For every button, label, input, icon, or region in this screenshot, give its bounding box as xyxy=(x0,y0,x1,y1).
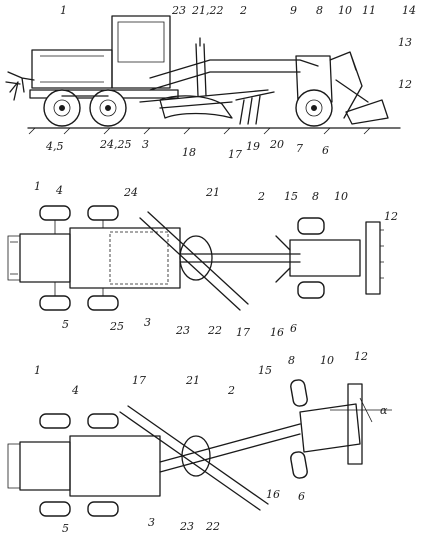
label-top-23: 23 xyxy=(175,324,190,337)
side-view xyxy=(5,15,401,135)
label-top-5: 5 xyxy=(62,318,69,331)
label-turned-15: 15 xyxy=(258,364,272,377)
label-turned-5: 5 xyxy=(62,522,69,535)
label-side-18: 18 xyxy=(182,146,196,159)
front-push-frame xyxy=(329,51,369,119)
main-frame xyxy=(149,59,319,91)
label-top-1: 1 xyxy=(34,180,41,193)
label-turned-6: 6 xyxy=(298,490,305,503)
top-front-blade xyxy=(365,221,381,295)
label-top-3: 3 xyxy=(144,316,151,329)
turned-circle xyxy=(181,435,211,477)
label-side-6: 6 xyxy=(322,144,329,157)
label-side-4-5: 4,5 xyxy=(45,140,64,153)
turned-view xyxy=(7,379,392,517)
label-top-2: 2 xyxy=(257,190,265,203)
top-blade xyxy=(139,211,249,311)
label-turned-17: 17 xyxy=(132,374,146,387)
drawbar xyxy=(139,89,269,109)
label-top-22: 22 xyxy=(207,324,222,337)
front-axle-assembly xyxy=(295,55,333,103)
top-view xyxy=(7,205,384,311)
label-top-8: 8 xyxy=(312,190,319,203)
label-top-21: 21 xyxy=(205,186,220,199)
label-top-17: 17 xyxy=(236,326,250,339)
label-side-3: 3 xyxy=(142,138,149,151)
label-side-13: 13 xyxy=(398,36,412,49)
label-side-11: 11 xyxy=(362,4,376,17)
label-top-4: 4 xyxy=(55,184,63,197)
top-circle xyxy=(179,235,213,281)
top-rear-frame xyxy=(69,227,181,289)
turned-front-frame xyxy=(299,403,361,453)
turned-engine xyxy=(19,441,71,491)
label-top-15: 15 xyxy=(284,190,298,203)
label-side-1: 1 xyxy=(60,4,67,17)
top-main-frame xyxy=(179,253,301,263)
top-labels: 1 4 24 21 2 15 8 10 12 5 25 3 23 22 17 1… xyxy=(34,180,398,339)
front-dozer-blade xyxy=(345,99,389,125)
label-top-16: 16 xyxy=(270,326,284,339)
label-top-6: 6 xyxy=(290,322,297,335)
label-side-9: 9 xyxy=(290,4,297,17)
label-turned-12: 12 xyxy=(354,350,368,363)
front-wheel xyxy=(295,89,333,127)
label-side-20: 20 xyxy=(269,138,284,151)
label-turned-22: 22 xyxy=(205,520,220,533)
rear-ripper xyxy=(5,71,35,101)
label-side-19: 19 xyxy=(246,140,260,153)
label-turned-21: 21 xyxy=(185,374,200,387)
label-top-10: 10 xyxy=(334,190,348,203)
scarifier xyxy=(235,91,275,125)
lift-cylinders xyxy=(195,37,207,97)
label-side-12: 12 xyxy=(398,78,412,91)
top-front-frame xyxy=(289,239,361,277)
turned-rear-frame xyxy=(69,435,161,497)
label-top-12: 12 xyxy=(384,210,398,223)
label-side-8: 8 xyxy=(316,4,323,17)
label-turned-3: 3 xyxy=(148,516,155,529)
label-turned-4: 4 xyxy=(71,384,79,397)
label-side-21-22: 21,22 xyxy=(191,4,224,17)
label-side-17: 17 xyxy=(228,148,242,161)
turned-blade xyxy=(119,405,269,511)
label-side-10: 10 xyxy=(338,4,352,17)
label-turned-alpha: α xyxy=(380,404,388,417)
cab xyxy=(111,15,171,89)
side-labels: 1 23 21,22 2 9 8 10 11 14 13 12 7 6 20 1… xyxy=(45,4,416,161)
turned-labels: 1 4 17 21 2 15 8 10 12 α 5 3 23 22 16 6 xyxy=(34,350,388,535)
label-side-7: 7 xyxy=(296,142,303,155)
rear-wheel-2 xyxy=(89,89,127,127)
label-top-24: 24 xyxy=(123,186,138,199)
moldboard xyxy=(159,95,233,119)
label-side-14: 14 xyxy=(402,4,416,17)
label-turned-23: 23 xyxy=(179,520,194,533)
label-side-23: 23 xyxy=(171,4,186,17)
label-turned-8: 8 xyxy=(288,354,295,367)
label-top-25: 25 xyxy=(109,320,124,333)
turned-main-frame xyxy=(159,423,301,473)
label-turned-10: 10 xyxy=(320,354,334,367)
label-side-2: 2 xyxy=(239,4,247,17)
label-turned-1: 1 xyxy=(34,364,41,377)
rear-wheel-1 xyxy=(43,89,81,127)
turned-front-blade xyxy=(347,383,363,465)
top-engine xyxy=(19,233,71,283)
label-turned-16: 16 xyxy=(266,488,280,501)
label-turned-2: 2 xyxy=(227,384,235,397)
label-side-24-25: 24,25 xyxy=(99,138,132,151)
